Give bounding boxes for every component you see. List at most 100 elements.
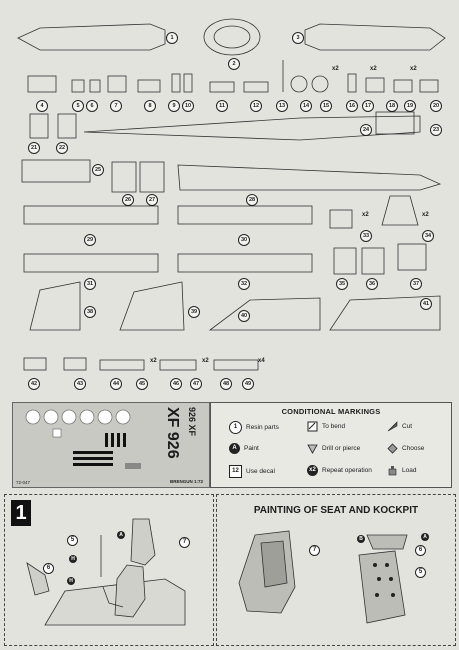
quantity-badge: x2 xyxy=(370,66,377,72)
load-icon xyxy=(387,465,398,476)
step-1-diagram xyxy=(26,518,186,626)
legend-resin: 1 Resin parts xyxy=(229,421,279,434)
legend-drill: Drill or pierce xyxy=(307,443,360,454)
quantity-badge: x2 xyxy=(202,358,209,364)
choose-icon xyxy=(387,443,398,454)
part-label: 39 xyxy=(188,306,200,318)
assembly-step-1: 1 5 A H 7 6 H xyxy=(4,494,214,646)
legend-choose: Choose xyxy=(387,443,424,454)
conditional-markings-legend: CONDITIONAL MARKINGS 1 Resin parts To be… xyxy=(210,402,452,488)
painting-title: PAINTING OF SEAT AND KOCKPIT xyxy=(253,505,419,516)
callout: 5 xyxy=(415,567,426,578)
part-label: 40 xyxy=(238,310,250,322)
callout: 7 xyxy=(309,545,320,556)
part-label: 17 xyxy=(362,100,374,112)
callout-paint: H xyxy=(67,577,75,585)
callout-paint: A xyxy=(117,531,125,539)
part-label: 16 xyxy=(346,100,358,112)
part-label: 6 xyxy=(86,100,98,112)
part-label: 10 xyxy=(182,100,194,112)
part-label: 15 xyxy=(320,100,332,112)
legend-bend: To bend xyxy=(307,421,345,432)
decal-artwork xyxy=(25,409,141,469)
part-label: 22 xyxy=(56,142,68,154)
quantity-badge: x2 xyxy=(422,212,429,218)
callout: 6 xyxy=(43,563,54,574)
part-label: 30 xyxy=(238,234,250,246)
part-label: 45 xyxy=(136,378,148,390)
paint-marker-icon: A xyxy=(229,443,240,454)
part-label: 18 xyxy=(386,100,398,112)
part-label: 1 xyxy=(166,32,178,44)
part-label: 37 xyxy=(410,278,422,290)
quantity-badge: x2 xyxy=(362,212,369,218)
legend-paint: A Paint xyxy=(229,443,259,454)
part-label: 19 xyxy=(404,100,416,112)
part-label: 38 xyxy=(84,306,96,318)
knife-icon xyxy=(387,421,398,432)
decal-sheet-code: 72-047 xyxy=(16,480,31,485)
part-label: 23 xyxy=(430,124,442,136)
legend-load: Load xyxy=(387,465,416,476)
part-label: 21 xyxy=(28,142,40,154)
legend-cut: Cut xyxy=(387,421,412,432)
part-label: 49 xyxy=(242,378,254,390)
drill-icon xyxy=(307,443,318,454)
part-label: 13 xyxy=(276,100,288,112)
part-label: 25 xyxy=(92,164,104,176)
part-labels: 1 2 3 4 5 6 7 8 9 10 11 12 13 14 15 16 1… xyxy=(6,6,453,396)
part-label: 14 xyxy=(300,100,312,112)
part-label: 44 xyxy=(110,378,122,390)
part-label: 26 xyxy=(122,194,134,206)
repeat-icon: x2 xyxy=(307,465,318,476)
step-number: 1 xyxy=(11,500,31,526)
legend-decal: 12 Use decal xyxy=(229,465,275,478)
part-label: 46 xyxy=(170,378,182,390)
decal-brand: BRENGUN 1:72 xyxy=(169,479,203,484)
callout-paint: B xyxy=(357,535,365,543)
part-label: 32 xyxy=(238,278,250,290)
part-label: 33 xyxy=(360,230,372,242)
part-label: 41 xyxy=(420,298,432,310)
part-label: 34 xyxy=(422,230,434,242)
painting-panel: PAINTING OF SEAT AND KOCKPIT 7 6 B A 5 xyxy=(216,494,456,646)
quantity-badge: x2 xyxy=(150,358,157,364)
part-label: 8 xyxy=(144,100,156,112)
part-label: 12 xyxy=(250,100,262,112)
decal-sheet: XF 926 926 XF 72-047 BRENGUN 1:72 xyxy=(12,402,210,488)
part-label: 3 xyxy=(292,32,304,44)
quantity-badge: x4 xyxy=(258,358,265,364)
decal-code-small: 926 XF xyxy=(187,407,197,437)
part-label: 48 xyxy=(220,378,232,390)
resin-number-icon: 1 xyxy=(229,421,242,434)
part-label: 42 xyxy=(28,378,40,390)
legend-title: CONDITIONAL MARKINGS xyxy=(281,407,381,416)
part-label: 5 xyxy=(72,100,84,112)
quantity-badge: x2 xyxy=(410,66,417,72)
part-label: 7 xyxy=(110,100,122,112)
part-label: 11 xyxy=(216,100,228,112)
callout: 6 xyxy=(415,545,426,556)
decal-number-icon: 12 xyxy=(229,465,242,478)
part-label: 29 xyxy=(84,234,96,246)
legend-repeat: x2 Repeat operation xyxy=(307,465,372,476)
part-label: 20 xyxy=(430,100,442,112)
part-label: 4 xyxy=(36,100,48,112)
callout-paint: A xyxy=(421,533,429,541)
part-label: 2 xyxy=(228,58,240,70)
part-label: 24 xyxy=(360,124,372,136)
callout-paint: H xyxy=(69,555,77,563)
parts-diagram xyxy=(17,18,446,371)
callout: 5 xyxy=(67,535,78,546)
part-label: 36 xyxy=(366,278,378,290)
painting-diagram xyxy=(238,530,408,624)
bend-icon xyxy=(307,421,318,432)
part-label: 35 xyxy=(336,278,348,290)
part-label: 47 xyxy=(190,378,202,390)
part-label: 9 xyxy=(168,100,180,112)
part-label: 28 xyxy=(246,194,258,206)
callout: 7 xyxy=(179,537,190,548)
part-label: 27 xyxy=(146,194,158,206)
part-label: 31 xyxy=(84,278,96,290)
